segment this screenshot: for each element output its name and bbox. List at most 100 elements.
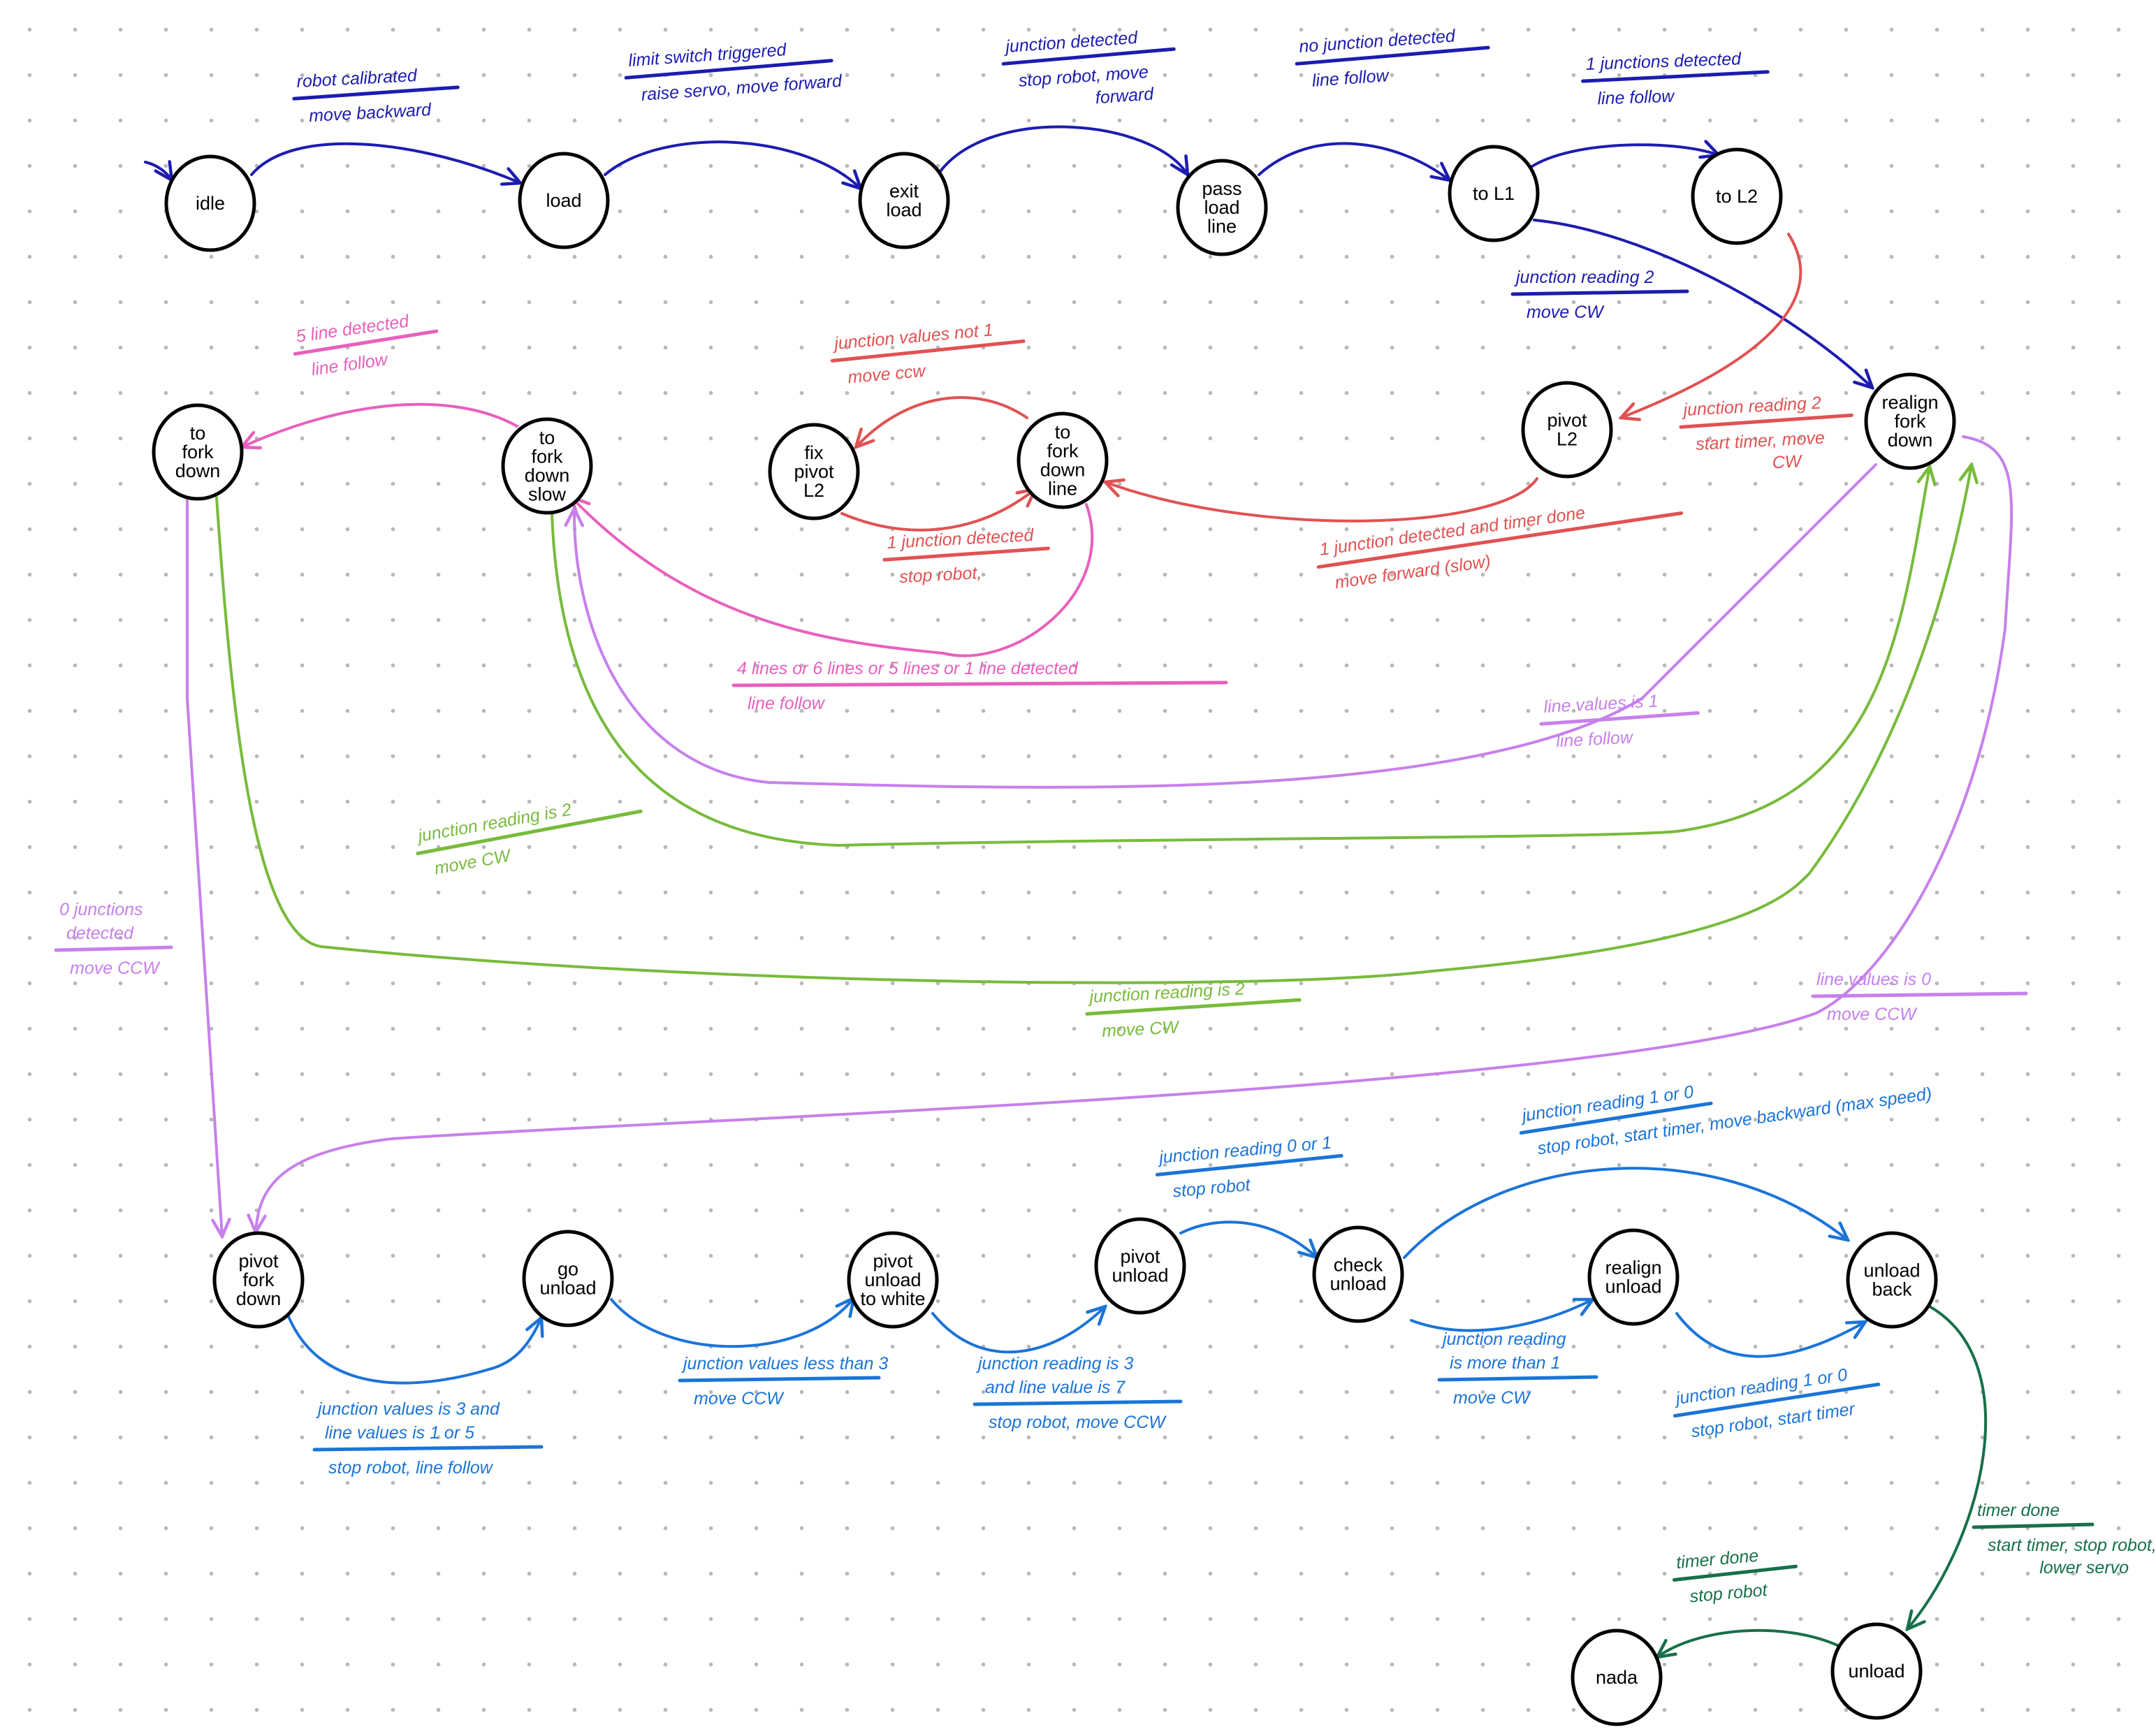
state-circle (768, 423, 860, 520)
state-label: down (1888, 430, 1933, 451)
transition-action: lower servo (2039, 1558, 2129, 1578)
transition-arrow-pivot-unload-to-check-unload (1179, 1221, 1317, 1258)
state-unload[interactable]: unload (1830, 1622, 1923, 1720)
transition-condition: line values is 1 or 5 (325, 1423, 474, 1443)
transition-condition: detected (66, 924, 134, 943)
state-label: L2 (1557, 429, 1578, 450)
transition-condition: 1 junction detected and timer done (1318, 503, 1587, 560)
transition-condition: timer done (1675, 1546, 1759, 1573)
state-label: down (236, 1288, 282, 1309)
state-load[interactable]: load (518, 152, 610, 249)
transition-condition: junction reading 2 (1514, 268, 1654, 287)
transition-action: move CCW (694, 1389, 785, 1408)
condition-divider (1001, 47, 1176, 66)
state-nada[interactable]: nada (1571, 1629, 1663, 1726)
transition-action: move CCW (1827, 1005, 1918, 1024)
condition-divider (1673, 1383, 1881, 1418)
transition-action: line follow (1555, 727, 1634, 751)
state-label: to L1 (1473, 183, 1515, 204)
transition-arrow-exit-load-to-pass-load-line (939, 125, 1188, 175)
state-label: pivot (873, 1251, 913, 1272)
state-circle (1521, 381, 1613, 479)
transition-condition: junction reading 0 or 1 (1156, 1133, 1332, 1168)
transition-arrow-load-to-exit-load (604, 140, 861, 189)
state-label: nada (1596, 1667, 1638, 1688)
state-circle (518, 152, 610, 249)
state-circle (1587, 1228, 1680, 1326)
transition-arrow-unload-to-nada (1657, 1629, 1839, 1657)
transition-action: move CW (1101, 1017, 1180, 1041)
state-label: line (1207, 216, 1237, 237)
state-label: pivot (238, 1251, 279, 1272)
condition-divider (1811, 991, 2028, 998)
state-to-l2[interactable]: to L2 (1691, 147, 1783, 245)
transition-arrow-to-l2-to-pivot-l2 (1621, 233, 1802, 418)
transition-action: CW (1772, 451, 1803, 472)
transition-arrow-pivot-unload-to-white-to-pivot-unload (931, 1306, 1105, 1354)
transition-arrow-to-fork-down-slow-to-realign-fork-down (551, 467, 1930, 847)
transition-arrow-to-fork-down-to-pivot-fork-down (186, 496, 222, 1237)
transition-action: stop robot, line follow (328, 1458, 494, 1478)
state-to-l1[interactable]: to L1 (1448, 145, 1540, 242)
condition-divider (312, 1445, 544, 1452)
state-circle (522, 1230, 614, 1327)
transition-condition: junction reading 2 (1681, 393, 1822, 420)
transition-condition: junction values less than 3 (681, 1354, 888, 1374)
transition-condition: 4 lines or 6 lines or 5 lines or 1 line … (737, 659, 1079, 678)
transition-arrow-realign-fork-down-to-pivot-fork-down (256, 435, 2013, 1232)
transition-condition: 5 line detected (295, 311, 411, 347)
transition-action: move CCW (70, 959, 161, 978)
condition-divider (416, 809, 643, 856)
transition-arrow-realign-unload-to-unload-back (1675, 1312, 1865, 1358)
condition-divider (1539, 711, 1700, 726)
transition-arrow-realign-fork-down-to-to-fork-down-slow (574, 463, 1877, 789)
state-label: to (539, 428, 555, 449)
transition-action: stop robot, start timer (1690, 1399, 1857, 1442)
state-label: exit (889, 181, 919, 202)
state-label: fork (242, 1269, 275, 1290)
condition-divider (1972, 1522, 2095, 1529)
state-idle[interactable]: idle (164, 154, 256, 252)
state-label: unload (539, 1278, 596, 1299)
condition-divider (293, 329, 439, 356)
condition-divider (1155, 1153, 1343, 1176)
state-label: line (1048, 479, 1077, 500)
transition-label: junction values less than 3 move CCW (678, 1354, 888, 1408)
state-circle (212, 1231, 305, 1329)
state-label: unload (1848, 1661, 1904, 1682)
transition-condition: junction reading is 3 (976, 1354, 1133, 1374)
state-label: check (1334, 1255, 1383, 1276)
transition-label: 4 lines or 6 lines or 5 lines or 1 line … (731, 659, 1228, 713)
state-circle (164, 154, 256, 252)
state-label: pivot (794, 461, 834, 482)
state-circle (1448, 145, 1540, 242)
transition-condition: timer done (1977, 1501, 2060, 1520)
state-label: load (546, 190, 581, 211)
transition-action: stop robot (1689, 1580, 1768, 1607)
transition-arrow-check-unload-to-realign-unload (1410, 1299, 1593, 1332)
